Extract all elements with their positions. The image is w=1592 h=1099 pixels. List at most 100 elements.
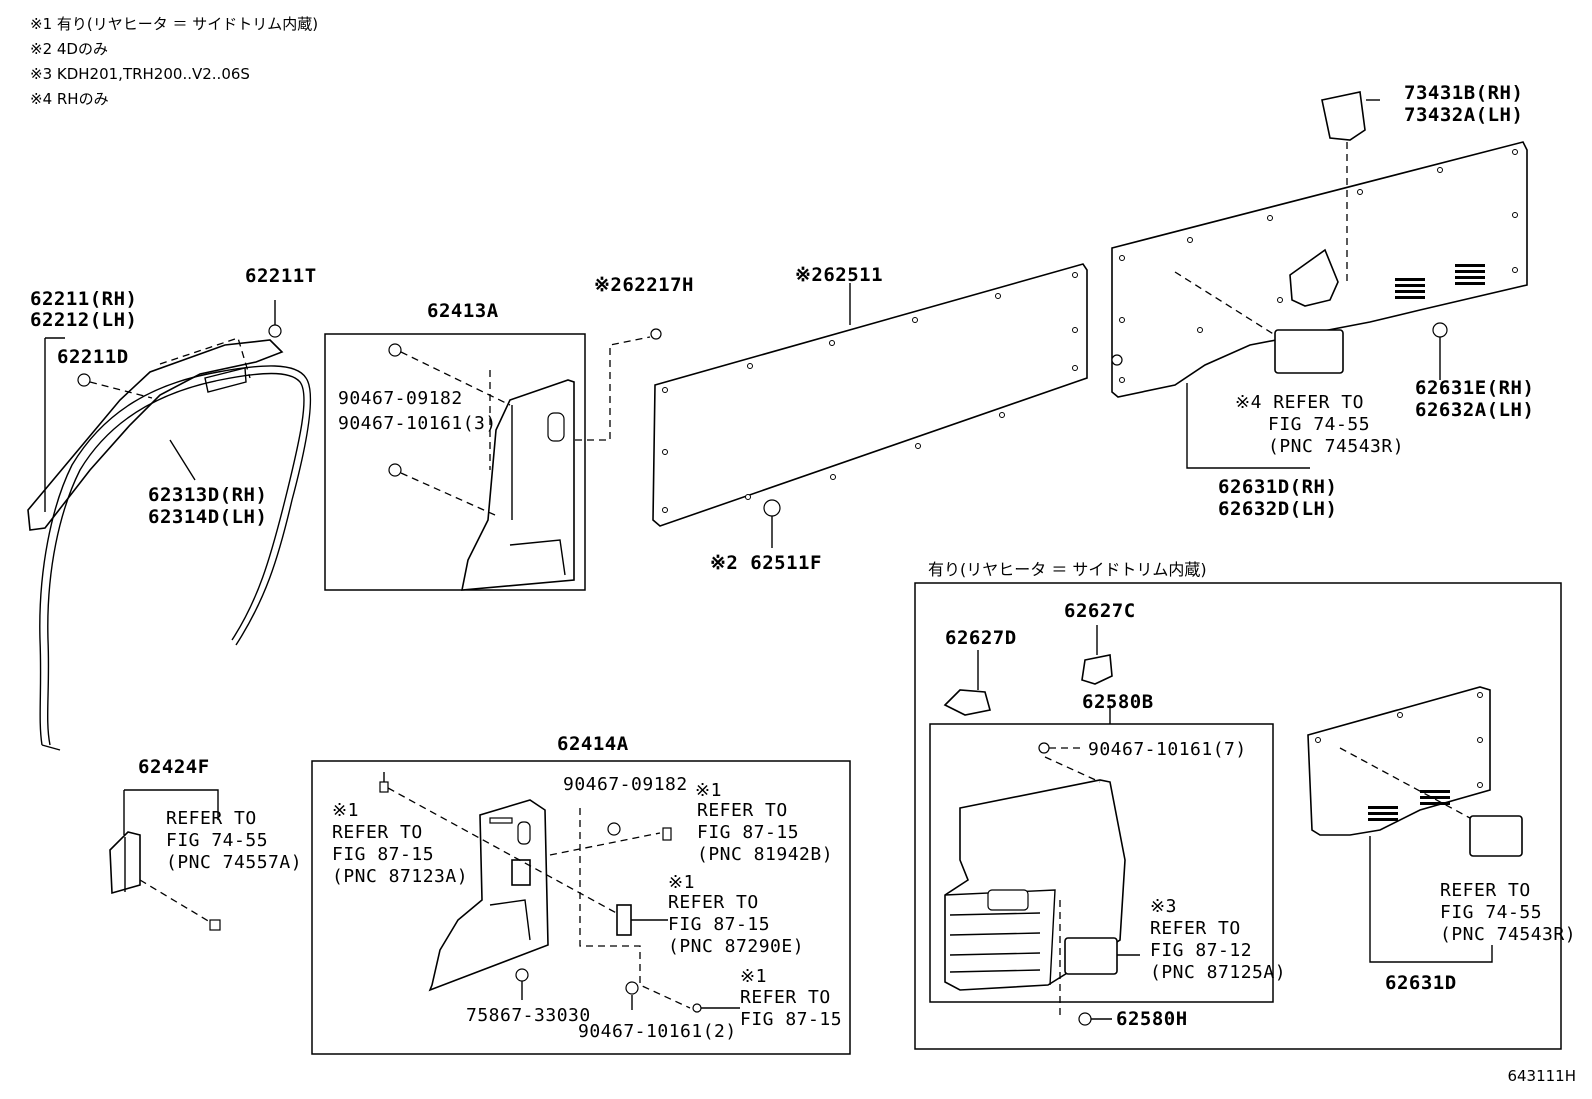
- clip-62211t-icon: [268, 324, 282, 338]
- figure-id: 643111H: [1507, 1067, 1576, 1085]
- box-62414a: [311, 760, 851, 1055]
- label-90467-09182-b: 90467-09182: [563, 774, 688, 795]
- box-62580b: [929, 723, 1274, 1003]
- label-62627c: 62627C: [1064, 600, 1136, 622]
- screw-90467-10161-icon: [388, 463, 402, 477]
- side-trim-62631d-heater: [1307, 686, 1491, 836]
- refer-1b-line3: (PNC 81942B): [697, 844, 834, 865]
- label-62632d: 62632D(LH): [1218, 498, 1338, 520]
- refer-1a-line1: REFER TO: [332, 822, 423, 843]
- label-62211: 62211(RH): [30, 288, 138, 310]
- label-90467-10161-2: 90467-10161(2): [578, 1021, 737, 1042]
- refer-b-line3: (PNC 74543R): [1440, 924, 1577, 945]
- screw-75867-icon: [515, 968, 529, 982]
- trim-panel-62414a: [428, 799, 549, 992]
- label-90467-09182: 90467-09182: [338, 388, 463, 409]
- refer-1b-mark: ※1: [695, 780, 722, 801]
- screw-90467-09182-icon: [388, 343, 402, 357]
- refer-4-line3: (PNC 74543R): [1268, 436, 1405, 457]
- refer-3-line1: REFER TO: [1150, 918, 1241, 939]
- refer-1d-line2: FIG 87-15: [740, 1009, 843, 1030]
- refer-3-line3: (PNC 87125A): [1150, 962, 1287, 983]
- cap-62627d-icon: [943, 689, 992, 716]
- clip-87-15-icon: [692, 1003, 702, 1013]
- label-75867-33030: 75867-33030: [466, 1005, 591, 1026]
- label-62212: 62212(LH): [30, 309, 138, 331]
- footnote-3: ※3 KDH201,TRH200..V2..06S: [30, 65, 250, 83]
- slot-icon: [547, 412, 565, 442]
- box-62413a: [324, 333, 586, 591]
- vent-grille-icon: [1395, 264, 1485, 299]
- refer-1a-line3: (PNC 87123A): [332, 866, 469, 887]
- screw-90467-10161-2-icon: [625, 981, 639, 995]
- refer-1d-line1: REFER TO: [740, 987, 831, 1008]
- label-62413a: 62413A: [427, 300, 499, 322]
- cover-panel-62511: [652, 263, 1088, 527]
- refer-a-line1: REFER TO: [166, 808, 257, 829]
- refer-1c-line3: (PNC 87290E): [668, 936, 805, 957]
- label-62631d: 62631D(RH): [1218, 476, 1338, 498]
- refer-4-line1: ※4 REFER TO: [1235, 392, 1364, 413]
- label-90467-10161-7: 90467-10161(7): [1088, 739, 1247, 760]
- weatherstrip-62313d: [46, 372, 305, 746]
- label-62631d-heater: 62631D: [1385, 972, 1457, 994]
- refer-1c-line2: FIG 87-15: [668, 914, 771, 935]
- refer-1d-mark: ※1: [740, 966, 767, 987]
- label-62511f: ※2 62511F: [710, 552, 822, 574]
- label-62211d: 62211D: [57, 346, 129, 368]
- refer-1a-mark: ※1: [332, 800, 359, 821]
- clip-62511f-icon: [763, 499, 781, 517]
- refer-b-line2: FIG 74-55: [1440, 902, 1543, 923]
- screw-icon: [607, 822, 621, 836]
- cap-73431b-icon: [1321, 91, 1366, 141]
- refer-b-line1: REFER TO: [1440, 880, 1531, 901]
- clip-62217h-icon: [650, 328, 662, 340]
- footnote-4: ※4 RHのみ: [30, 90, 109, 108]
- refer-1c-mark: ※1: [668, 872, 695, 893]
- cap-62627c-icon: [1081, 654, 1113, 685]
- label-90467-10161-3: 90467-10161(3): [338, 413, 497, 434]
- connector-icon: [616, 904, 632, 936]
- refer-1b-line1: REFER TO: [697, 800, 788, 821]
- label-62313d: 62313D(RH): [148, 484, 268, 506]
- label-62511: ※262511: [795, 264, 884, 286]
- box-rear-heater: [914, 582, 1562, 1050]
- refer-3-mark: ※3: [1150, 896, 1177, 917]
- clip-62631e-icon: [1432, 322, 1448, 338]
- label-73432a: 73432A(LH): [1404, 104, 1524, 126]
- refer-1b-line2: FIG 87-15: [697, 822, 800, 843]
- clip-icon: [209, 919, 221, 931]
- refer-a-line3: (PNC 74557A): [166, 852, 303, 873]
- label-62627d: 62627D: [945, 627, 1017, 649]
- footnotes: ※1 有り(リヤヒータ ＝ サイドトリム内蔵) ※2 4Dのみ ※3 KDH20…: [30, 12, 318, 112]
- trim-panel-62413a: [461, 379, 575, 591]
- label-62631e: 62631E(RH): [1415, 377, 1535, 399]
- label-62211t: 62211T: [245, 265, 317, 287]
- label-62414a: 62414A: [557, 733, 629, 755]
- heater-grille-icon: [1064, 937, 1118, 975]
- refer-a-line2: FIG 74-55: [166, 830, 269, 851]
- clip-62211d-icon: [77, 373, 91, 387]
- refer-3-line2: FIG 87-12: [1150, 940, 1253, 961]
- screw-90467-10161-7-icon: [1038, 742, 1050, 754]
- refer-4-line2: FIG 74-55: [1268, 414, 1371, 435]
- label-62217h: ※262217H: [594, 274, 694, 296]
- rear-heater-title: 有り(リヤヒータ ＝ サイドトリム内蔵): [928, 560, 1207, 579]
- label-62314d: 62314D(LH): [148, 506, 268, 528]
- refer-1c-line1: REFER TO: [668, 892, 759, 913]
- heater-louver-icon: [949, 912, 1041, 973]
- label-62580h: 62580H: [1116, 1008, 1188, 1030]
- label-62424f: 62424F: [138, 756, 210, 778]
- refer-1a-line2: FIG 87-15: [332, 844, 435, 865]
- label-73431b: 73431B(RH): [1404, 82, 1524, 104]
- access-cover: [1274, 329, 1344, 374]
- switch-icon: [511, 859, 531, 886]
- access-cover-heater: [1469, 815, 1523, 857]
- clip-62580h-icon: [1078, 1012, 1092, 1026]
- label-62632a: 62632A(LH): [1415, 399, 1535, 421]
- pillar-garnish-62211: [27, 339, 284, 531]
- label-62580b: 62580B: [1082, 691, 1154, 713]
- footnote-2: ※2 4Dのみ: [30, 40, 108, 58]
